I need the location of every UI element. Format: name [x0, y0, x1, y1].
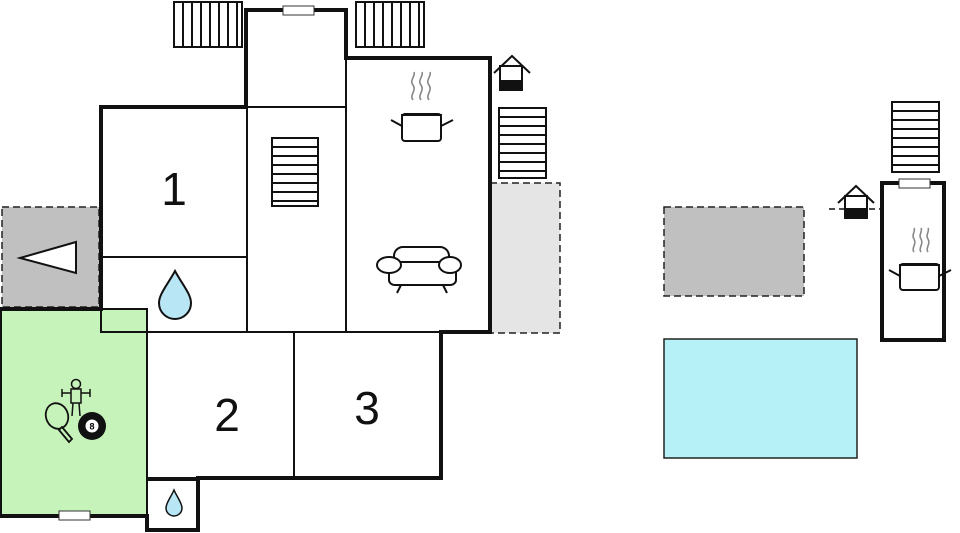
terrace-right [489, 182, 561, 334]
cooking-pot-icon [888, 227, 952, 291]
stairs-icon [355, 1, 425, 48]
stairs-icon [891, 101, 940, 173]
ping-pong-icon [44, 402, 74, 444]
table-football-icon [61, 378, 91, 417]
water-drop-icon [165, 488, 183, 517]
entrance-outline [246, 9, 347, 108]
games-room [0, 309, 147, 516]
swimming-pool [663, 338, 858, 459]
living-kitchen-outline [345, 57, 491, 333]
wall-main-outline [0, 8, 492, 532]
window-icon [58, 510, 91, 521]
stairs-icon [271, 137, 319, 207]
cooking-pot-icon [390, 71, 454, 142]
room-2-label: 2 [214, 389, 240, 441]
terrace-pool-side [663, 206, 805, 297]
annex-outline [880, 181, 946, 342]
billiard-ball-icon: 8 [78, 412, 106, 440]
room-3-label: 3 [354, 382, 380, 434]
water-drop-icon [157, 268, 193, 320]
direction-arrow-icon [16, 240, 77, 275]
window-icon [898, 178, 931, 189]
well-icon [829, 184, 882, 219]
window-icon [282, 5, 315, 16]
well-icon [493, 54, 531, 91]
stairs-icon [498, 107, 547, 179]
billiard-ball-label: 8 [89, 422, 94, 432]
sofa-icon [376, 246, 462, 294]
room-1-label: 1 [161, 163, 187, 215]
stairs-icon [173, 1, 243, 48]
